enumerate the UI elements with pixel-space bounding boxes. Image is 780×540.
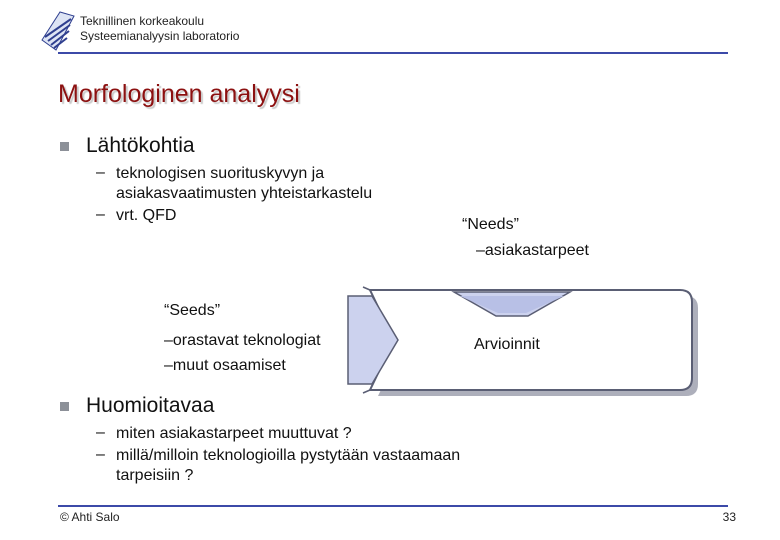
page-number: 33 [722,510,736,524]
subitem-line: millä/milloin teknologioilla pystytään v… [116,447,461,464]
arvioinnit-box [368,289,693,391]
subitem-text: vrt. QFD [116,206,176,226]
subitem-line: asiakasvaatimusten yhteistarkastelu [116,185,373,202]
footer-rule [58,505,728,507]
seeds-line-2: –muut osaamiset [164,357,286,374]
arvioinnit-label: Arvioinnit [474,336,540,353]
institution-line-1: Teknillinen korkeakoulu [80,14,205,28]
needs-title: “Needs” [462,216,519,233]
seeds-line-1: –orastavat teknologiat [164,332,321,349]
bullet-square-icon [60,402,69,411]
needs-subtitle: –asiakastarpeet [476,242,589,259]
sub-bullet-dash: – [96,446,105,463]
sub-bullet-dash: – [96,206,105,223]
subitem-text: millä/milloin teknologioilla pystytään v… [116,446,460,486]
footer-author: © Ahti Salo [60,510,120,524]
subitem-text: miten asiakastarpeet muuttuvat ? [116,424,352,444]
sub-bullet-dash: – [96,424,105,441]
bullet-square-icon [60,142,69,151]
subitem-line: tarpeisiin ? [116,467,194,484]
needs-arrow-inner [460,296,564,313]
sub-bullet-dash: – [96,164,105,181]
seeds-arrow [347,295,399,385]
institution-name: Teknillinen korkeakoulu Systeemianalyysi… [80,14,239,44]
seeds-title: “Seeds” [164,302,221,319]
subitem-text: teknologisen suorituskyvyn ja asiakasvaa… [116,164,372,204]
university-logo [41,11,75,51]
subitem-line: vrt. QFD [116,207,177,224]
slide-title: Morfologinen analyysi [58,80,300,108]
bullet-lahtokohtia: Lähtökohtia [86,134,195,157]
subitem-line: miten asiakastarpeet muuttuvat ? [116,425,352,442]
bullet-huomioitavaa: Huomioitavaa [86,394,215,417]
subitem-line: teknologisen suorituskyvyn ja [116,165,325,182]
header-rule [58,52,728,54]
institution-line-2: Systeemianalyysin laboratorio [80,29,240,43]
